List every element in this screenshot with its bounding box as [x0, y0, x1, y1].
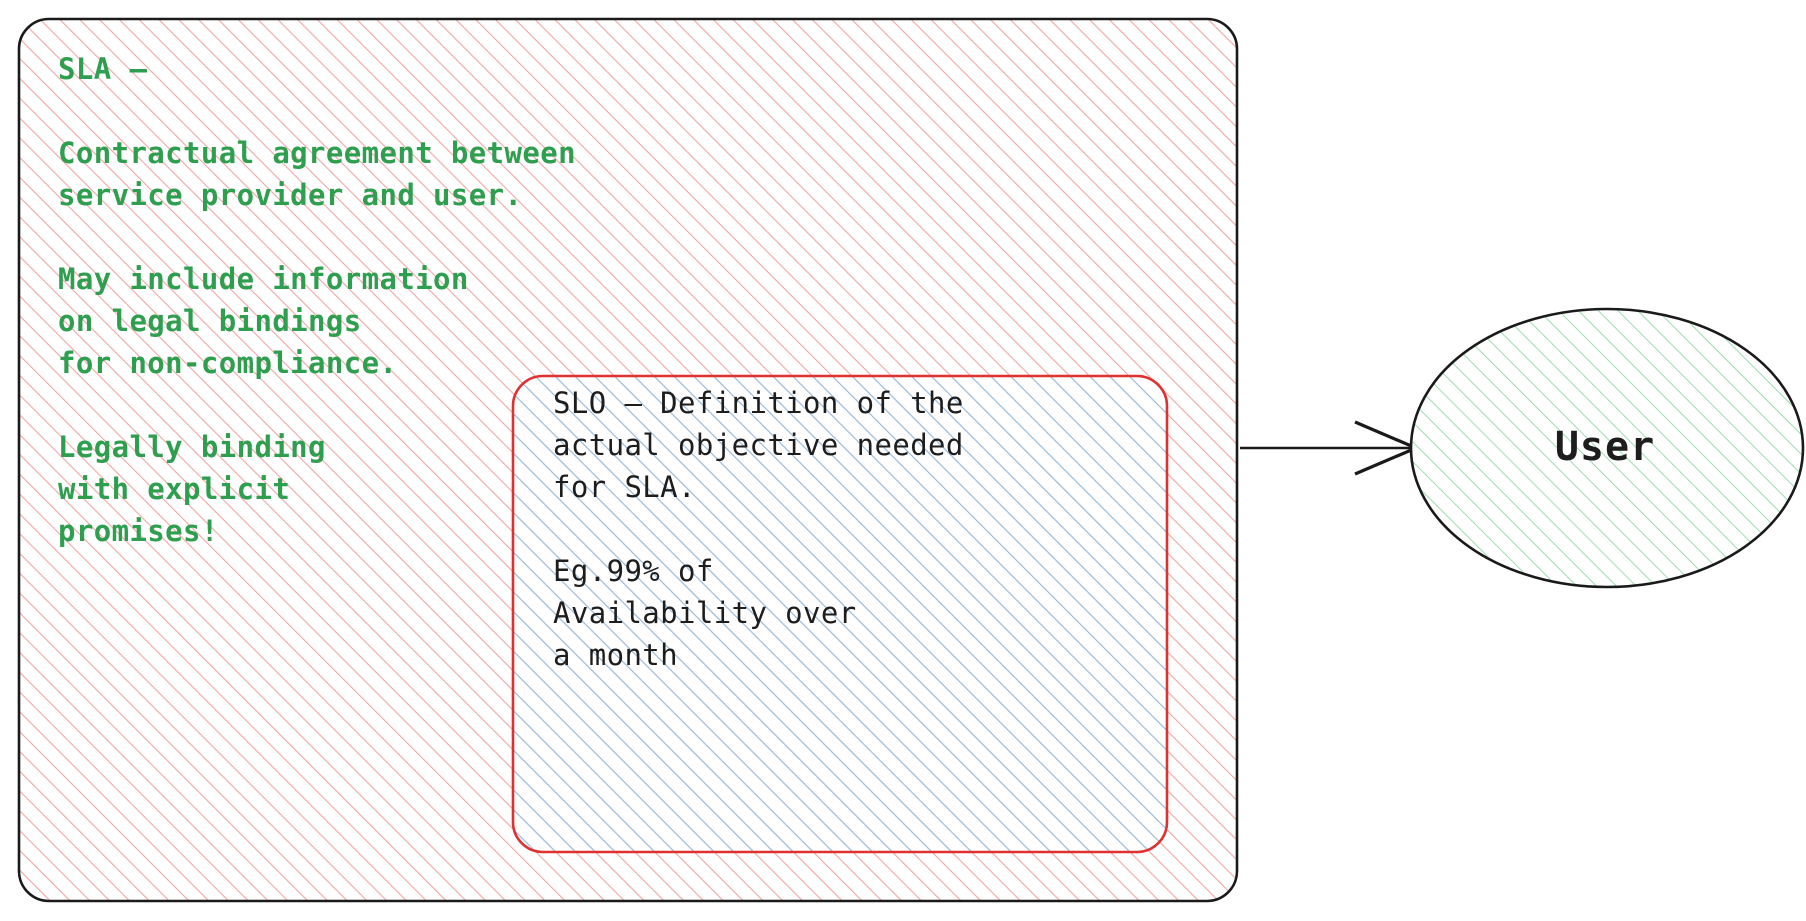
sla-to-user-arrow[interactable]: [1240, 420, 1421, 476]
user-ellipse-fill: [1411, 309, 1803, 587]
slo-box-border: [511, 374, 1169, 854]
user-node[interactable]: [1409, 307, 1805, 589]
user-ellipse-border: [1409, 307, 1805, 589]
slo-box-fill: [513, 376, 1167, 852]
sla-box-border: [17, 17, 1239, 903]
slo-box[interactable]: [511, 374, 1169, 854]
